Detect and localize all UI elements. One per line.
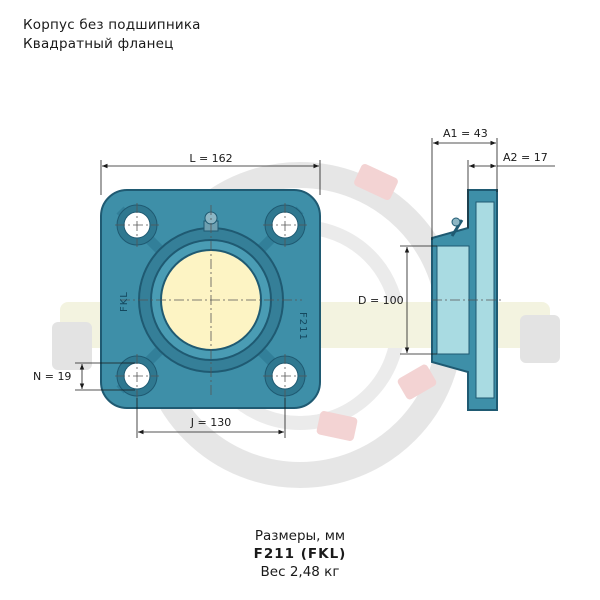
dim-N: N = 19 [33,370,71,383]
caption-weight: Вес 2,48 кг [260,564,340,580]
dimensions-side [400,138,555,355]
dim-D: D = 100 [358,294,404,307]
caption-units: Размеры, мм [254,528,346,544]
caption-model: F211 (FKL) [253,546,347,562]
marking-right: F211 [297,312,308,341]
dimensions-front [75,160,321,438]
dim-A2: A2 = 17 [503,151,548,164]
flange-front-view: FKL F211 [100,189,321,409]
title-line-2: Квадратный фланец [23,36,174,52]
marking-left: FKL [119,291,130,312]
title-line-1: Корпус без подшипника [23,17,201,33]
flange-side-view [431,189,502,411]
dim-J: J = 130 [190,416,231,429]
center-lines [115,203,307,398]
dim-A1: A1 = 43 [443,127,488,140]
dim-L: L = 162 [189,152,232,165]
